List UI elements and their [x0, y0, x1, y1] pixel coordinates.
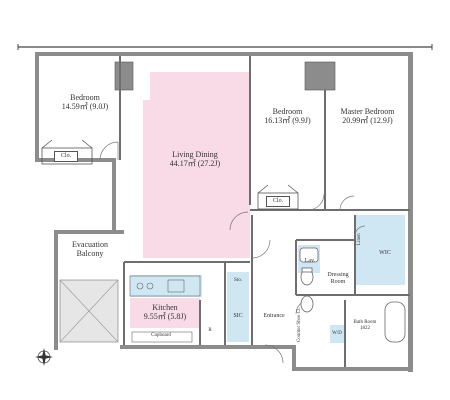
exterior-walls [35, 52, 413, 372]
bedroom-left-name: Bedroom [70, 93, 100, 102]
kitchen-label: Kitchen 9.55㎡ (5.8J) [130, 303, 200, 321]
kitchen-area [130, 298, 200, 328]
master-bedroom-name: Master Bedroom [340, 107, 395, 116]
bedroom-mid-area: 16.13㎡ (9.9J) [264, 116, 311, 126]
wic-label: WIC [379, 250, 391, 256]
closet-left-label: Clo. [54, 151, 78, 162]
door-swing-icon [99, 141, 366, 364]
bedroom-left-label: Bedroom 14.59㎡ (9.0J) [55, 93, 115, 111]
master-bedroom-area: 20.99㎡ (12.9J) [342, 116, 393, 126]
bedroom-mid-label: Bedroom 16.13㎡ (9.9J) [255, 107, 320, 125]
entrance-label: Entrance [263, 313, 285, 319]
balcony-railing [17, 44, 433, 50]
sink-icon [299, 247, 319, 263]
bathtub-icon [384, 301, 406, 343]
living-dining-area: 44.17㎡ (27.2J) [169, 159, 221, 169]
living-dining-name: Living Dining [172, 150, 218, 159]
linen-label: Linen [357, 233, 362, 245]
compass-icon [35, 348, 53, 366]
evacuation-line1: Evacuation [72, 240, 108, 249]
bedroom-left-area: 14.59㎡ (9.0J) [61, 102, 109, 112]
sic-label: SIC [233, 313, 243, 319]
bedroom-mid-name: Bedroom [272, 107, 303, 116]
closet-mid-label: Clo. [266, 196, 290, 207]
bath-room-name: Bath Room [353, 320, 377, 325]
lav-label: Lav. [304, 258, 316, 264]
evacuation-balcony-label: Evacuation Balcony [60, 240, 120, 258]
kitchen-name: Kitchen [152, 303, 178, 312]
living-dining-area [143, 72, 250, 258]
wd-label: W/D [332, 331, 342, 336]
sto-label: Sto. [234, 278, 242, 283]
kitchen-area: 9.55㎡ (5.8J) [143, 312, 187, 322]
toilet-icon [300, 267, 314, 313]
dressing-room-label: Dressing Room [322, 272, 354, 286]
bath-room-size: 1822 [360, 325, 370, 331]
closets [41, 139, 299, 210]
bath-room-label: Bath Room 1822 [350, 320, 380, 332]
dressing-line2: Room [330, 278, 346, 285]
dressing-line1: Dressing [327, 272, 349, 278]
interior-walls [119, 56, 410, 367]
evacuation-line2: Balcony [76, 249, 104, 259]
living-dining-label: Living Dining 44.17㎡ (27.2J) [150, 150, 240, 168]
master-bedroom-label: Master Bedroom 20.99㎡ (12.9J) [330, 107, 405, 125]
stove-icon [129, 275, 201, 343]
cupboard-label: Cupboard [151, 333, 171, 338]
counter-shoe-cl-label: Counter Shoe Cl. [297, 307, 302, 343]
r-label: R [208, 328, 212, 333]
